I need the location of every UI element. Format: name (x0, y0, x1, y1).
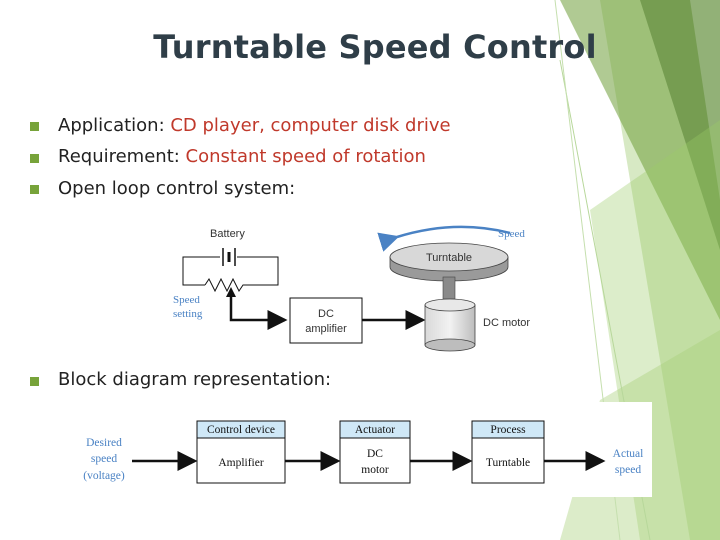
dc-amplifier-label: amplifier (305, 323, 347, 335)
open-loop-schematic: Battery Speed setting DC amplifier Speed… (173, 225, 530, 352)
block-header-label: Actuator (355, 424, 395, 436)
wiper-pointer (226, 287, 236, 297)
block-body-label: motor (361, 464, 389, 476)
bullet-label: Open loop control system: (58, 178, 296, 199)
block-header-label: Control device (207, 424, 275, 436)
block-body-label: Amplifier (218, 457, 264, 469)
output-label: speed (615, 464, 641, 476)
block-header (471, 420, 545, 439)
bullet-value: Constant speed of rotation (185, 146, 426, 167)
bullet-marker (30, 185, 39, 194)
turntable-top (389, 242, 509, 272)
slide-title: Turntable Speed Control (153, 28, 597, 66)
circuit-wire (237, 256, 279, 286)
block-diagram: Desired speed (voltage) Control device A… (70, 402, 652, 497)
block-body-label: Turntable (486, 457, 530, 469)
battery-label: Battery (210, 228, 245, 240)
block-header (339, 420, 411, 439)
dc-motor-bottom (424, 338, 476, 352)
motor-shaft (442, 276, 456, 300)
bullet-label: Application: (58, 115, 171, 136)
speed-setting-label: Speed (173, 294, 200, 306)
input-label: (voltage) (83, 470, 125, 482)
bullet-open-loop: Open loop control system: (58, 178, 295, 199)
wiper-wire (229, 295, 288, 330)
bullet-marker (30, 154, 39, 163)
speed-arc-icon (377, 225, 511, 252)
resistor-icon (204, 277, 247, 293)
block-header-label: Process (490, 424, 526, 436)
speed-label: Speed (498, 228, 525, 240)
bullet-marker (30, 122, 39, 131)
dc-amplifier-label: DC (318, 308, 334, 320)
dc-motor-label: DC motor (483, 317, 530, 329)
bullet-block-diagram: Block diagram representation: (58, 369, 331, 390)
circuit-wire (182, 256, 220, 286)
bullet-marker (30, 377, 39, 386)
bullet-label: Block diagram representation: (58, 369, 332, 390)
block-header (196, 420, 286, 439)
turntable-label: Turntable (426, 252, 472, 264)
input-label: Desired (86, 437, 122, 449)
bullet-application: Application: CD player, computer disk dr… (58, 115, 451, 136)
input-label: speed (91, 453, 117, 465)
dc-motor-body (424, 304, 476, 346)
output-label: Actual (613, 448, 644, 460)
block-body-label: DC (367, 448, 383, 460)
bullet-requirement: Requirement: Constant speed of rotation (58, 146, 426, 167)
bullet-label: Requirement: (58, 146, 186, 167)
dc-amplifier-box (289, 297, 363, 344)
bullet-value: CD player, computer disk drive (170, 115, 451, 136)
dc-motor-top (424, 298, 476, 312)
speed-setting-label: setting (173, 308, 203, 320)
